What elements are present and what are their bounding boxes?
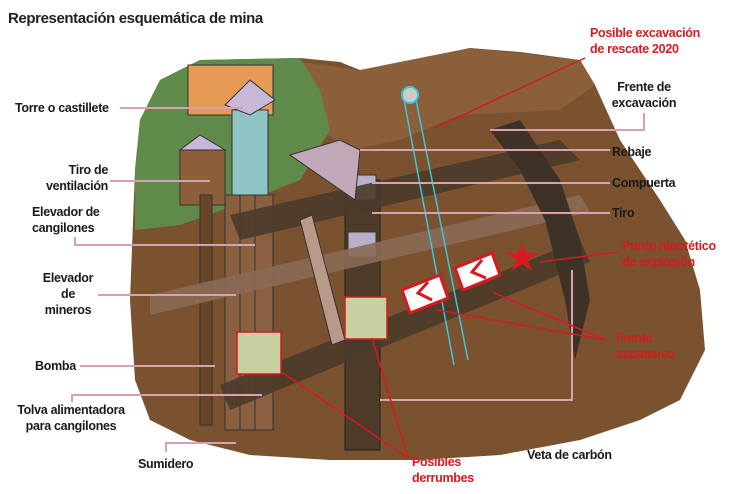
label-line: de explosión <box>622 255 695 269</box>
label-torre: Torre o castillete <box>15 101 109 115</box>
label-compuerta: Compuerta <box>612 176 676 190</box>
ventilation-shaft <box>199 194 213 426</box>
label-line: de <box>61 287 75 301</box>
explosion-star-icon <box>507 243 537 271</box>
label-line: Frente de <box>617 80 671 94</box>
tunnel <box>220 240 590 410</box>
label-excavacion-rescate: Posible excavación de rescate 2020 <box>590 25 700 57</box>
tower-roof <box>224 79 276 116</box>
rescue-borehole <box>401 86 419 104</box>
label-line: mineros <box>44 303 92 317</box>
label-line: cangilones <box>32 221 95 235</box>
collapse-box <box>344 296 388 340</box>
label-elevador-mineros: Elevador de mineros <box>38 270 98 318</box>
diagram-title: Representación esquemática de mina <box>8 10 263 27</box>
label-line: Tolva alimentadora <box>17 403 125 417</box>
label-rebaje: Rebaje <box>612 145 652 159</box>
label-line: derrumbes <box>412 471 474 485</box>
surface-top <box>300 48 595 150</box>
collapse-box <box>236 331 282 375</box>
label-line: expansivo <box>616 347 675 361</box>
label-punto-explosion: Punto hipotético de explosión <box>622 238 716 270</box>
label-line: excavación <box>611 96 677 110</box>
label-line: Tiro de <box>68 163 109 177</box>
label-tiro: Tiro <box>612 206 635 220</box>
tunnel <box>150 195 590 315</box>
label-line: de rescate 2020 <box>590 42 679 56</box>
coal-seam <box>490 120 590 360</box>
label-line: para cangilones <box>25 419 117 433</box>
label-line: Punto hipotético <box>622 239 716 253</box>
headframe-tower <box>231 109 269 196</box>
label-line: Frente <box>616 331 653 345</box>
label-bomba: Bomba <box>35 359 76 373</box>
red-leader-lines <box>282 57 619 459</box>
label-veta-carbon: Veta de carbón <box>527 448 612 462</box>
leader-lines <box>71 107 645 452</box>
hall-roof <box>178 134 227 151</box>
ore-chute <box>299 214 346 346</box>
label-sumidero: Sumidero <box>138 457 194 471</box>
label-tiro-ventilacion: Tiro de ventilación <box>40 162 108 194</box>
label-frente-expansivo: Frente expansivo <box>616 330 675 362</box>
label-line: ventilación <box>46 179 108 193</box>
label-line: Elevador <box>42 271 94 285</box>
label-tolva: Tolva alimentadora para cangilones <box>8 402 134 434</box>
label-line: Elevador de <box>32 205 100 219</box>
expanding-front-marker <box>400 251 502 315</box>
label-posibles-derrumbes: Posibles derrumbes <box>412 454 474 486</box>
label-line: Posibles <box>412 455 462 469</box>
label-frente-excavacion: Frente de excavación <box>606 79 682 111</box>
label-elevador-cangilones: Elevador de cangilones <box>32 204 100 236</box>
tunnel <box>230 140 580 240</box>
label-line: Posible excavación <box>590 26 700 40</box>
